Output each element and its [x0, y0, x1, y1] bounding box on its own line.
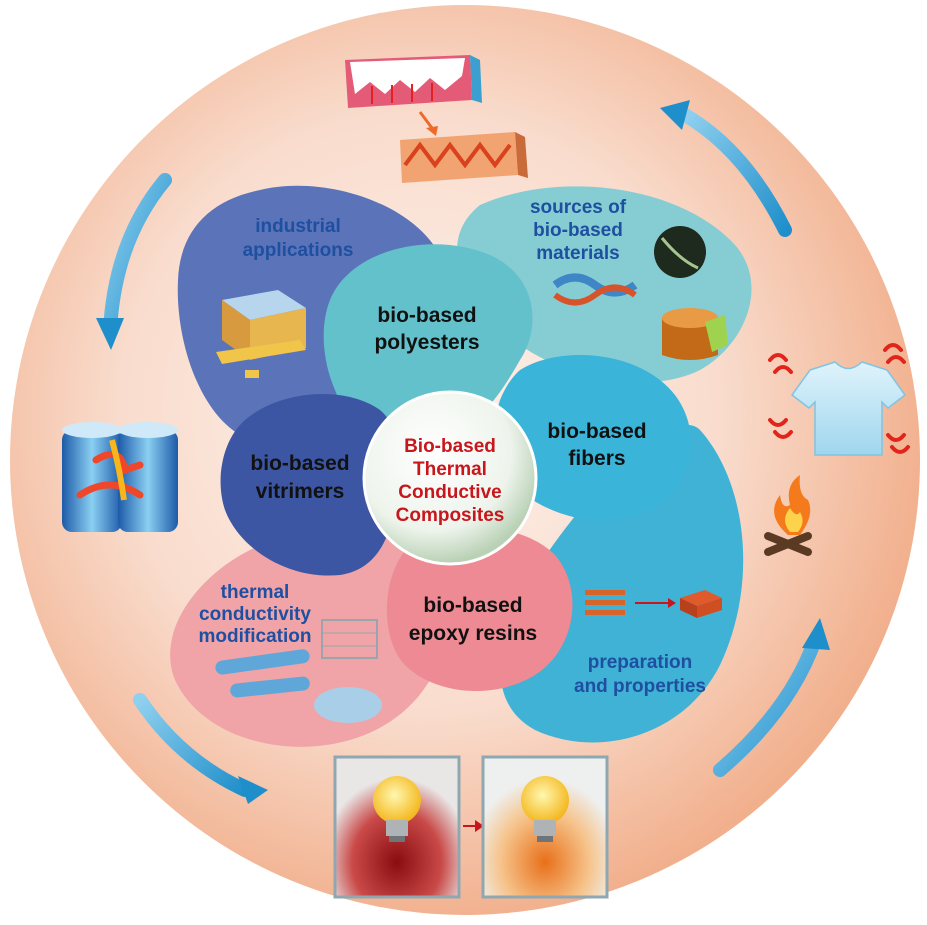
- arrow-head-bottom-left: [238, 776, 268, 804]
- heat-sink-icon: [345, 55, 528, 183]
- fire-icon: [764, 475, 812, 556]
- arrow-top-left: [103, 173, 172, 337]
- center-title-line4: Composites: [396, 505, 505, 526]
- laminate-icon: [585, 590, 722, 618]
- petal-fibers: [496, 355, 691, 521]
- label-thermal-line1: thermal: [221, 582, 290, 603]
- bulb-icon: [333, 755, 609, 899]
- center-title-line2: Thermal: [413, 459, 487, 480]
- label-preparation-line1: preparation: [588, 652, 693, 673]
- fiber-icon: [552, 273, 638, 306]
- center-circle: [362, 390, 538, 566]
- label-industrial-line1: industrial: [255, 216, 341, 237]
- arrow-bottom-left: [133, 693, 252, 797]
- petal-epoxy: [386, 527, 573, 692]
- label-fibers-line2: fibers: [568, 447, 625, 470]
- petal-polyesters: [323, 244, 533, 445]
- center-title-line1: Bio-based: [404, 436, 496, 457]
- label-sources-line1: sources of: [530, 197, 627, 218]
- label-sources-line2: bio-based: [533, 220, 623, 241]
- petal-vitrimers: [220, 393, 400, 576]
- shirt-icon: [768, 343, 910, 456]
- label-thermal-line3: modification: [199, 626, 312, 647]
- arrow-head-top-right: [660, 100, 690, 130]
- label-industrial-line2: applications: [243, 240, 354, 261]
- battery-icon: [62, 422, 178, 532]
- label-fibers-line1: bio-based: [547, 420, 646, 443]
- arrow-head-top-left: [96, 318, 124, 350]
- petal-preparation: [500, 424, 744, 743]
- center-title-line3: Conductive: [398, 482, 501, 503]
- wood-icon: [654, 226, 728, 360]
- arrow-top-right: [678, 108, 792, 237]
- nanotube-icon: [215, 619, 382, 723]
- label-sources-line3: materials: [536, 243, 619, 264]
- inner-petals: [220, 244, 691, 692]
- center-title: Bio-based Thermal Conductive Composites: [396, 436, 505, 526]
- cycle-arrows: [96, 100, 830, 804]
- petal-industrial: [177, 185, 450, 445]
- arrow-head-bottom-right: [802, 618, 830, 650]
- label-vitrimers-line2: vitrimers: [256, 480, 345, 503]
- arrow-bottom-right: [713, 633, 822, 777]
- label-thermal-line2: conductivity: [199, 604, 311, 625]
- label-epoxy-line1: bio-based: [423, 594, 522, 617]
- label-preparation-line2: and properties: [574, 676, 706, 697]
- chip-icon: [216, 290, 306, 378]
- label-polyesters-line1: bio-based: [377, 304, 476, 327]
- label-polyesters-line2: polyesters: [374, 331, 479, 354]
- label-vitrimers-line1: bio-based: [250, 452, 349, 475]
- label-epoxy-line2: epoxy resins: [409, 622, 537, 645]
